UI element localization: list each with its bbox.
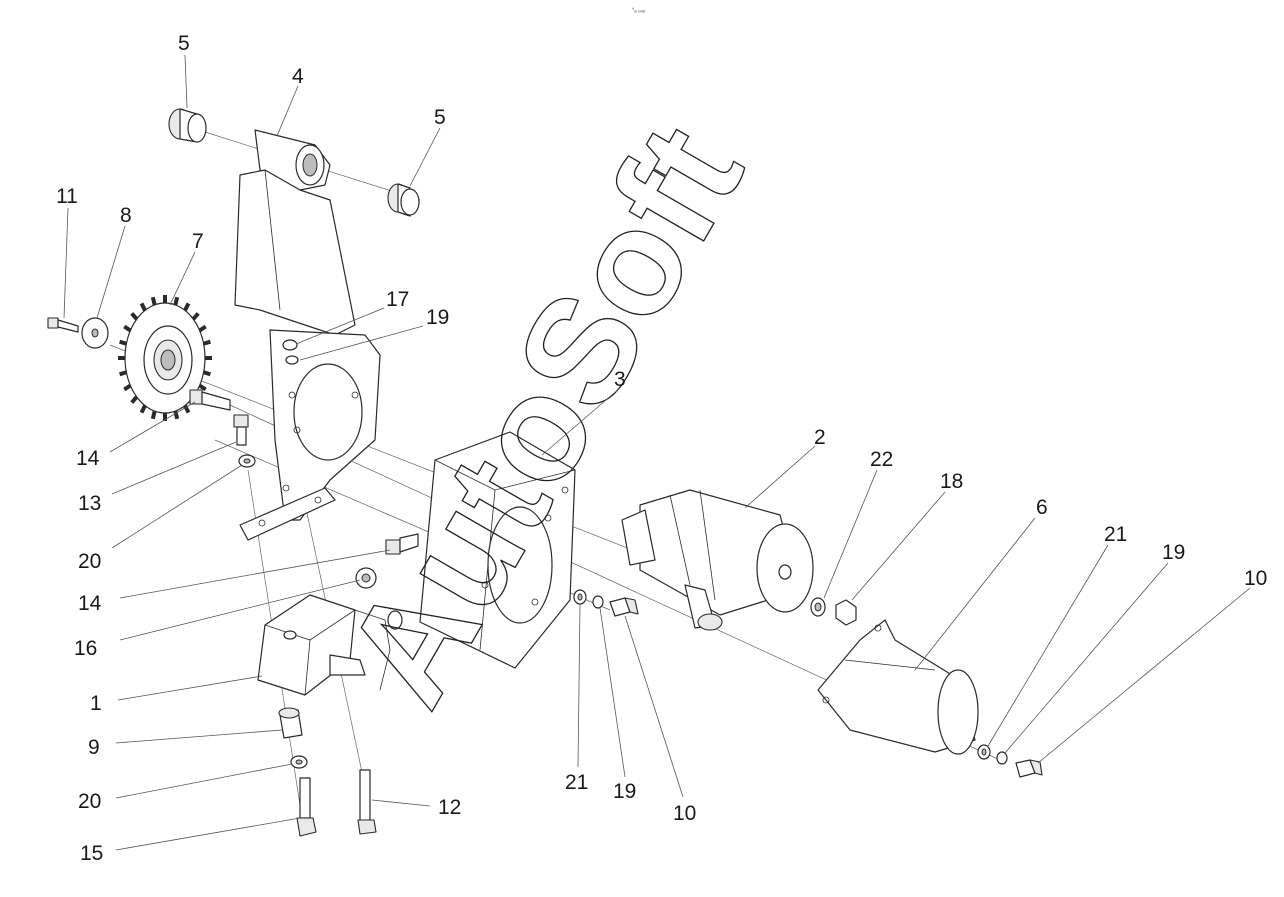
callout-15: 15 bbox=[80, 842, 103, 865]
part-21-washer-right bbox=[977, 744, 991, 760]
part-5-bushing-left bbox=[168, 108, 207, 143]
callout-21-mid: 21 bbox=[565, 771, 588, 794]
callout-13: 13 bbox=[78, 492, 101, 515]
watermark: AutoSoft bbox=[312, 99, 774, 731]
part-11-bolt bbox=[47, 317, 79, 333]
gear-tooth bbox=[130, 312, 139, 321]
callout-6: 6 bbox=[1036, 496, 1048, 519]
callout-19-mid: 19 bbox=[613, 780, 636, 803]
gear-tooth bbox=[203, 370, 211, 377]
callout-labels: 5 4 5 11 8 7 17 19 3 2 22 18 6 21 19 10 … bbox=[56, 32, 1267, 865]
callout-11: 11 bbox=[56, 185, 78, 208]
callout-20-upper: 20 bbox=[78, 550, 101, 573]
callout-5-right: 5 bbox=[434, 106, 446, 129]
gear-tooth bbox=[198, 383, 207, 392]
callout-21-right: 21 bbox=[1104, 523, 1127, 546]
part-21-washer-mid bbox=[573, 589, 587, 605]
part-10-bolt-mid bbox=[609, 597, 639, 617]
gear-tooth bbox=[119, 339, 127, 346]
gear-tooth bbox=[150, 410, 157, 420]
part-13-bolt bbox=[233, 414, 249, 446]
part-8-washer bbox=[81, 317, 109, 349]
callout-20-lower: 20 bbox=[78, 790, 101, 813]
gear-tooth bbox=[183, 302, 191, 312]
callout-2: 2 bbox=[814, 426, 826, 449]
callout-12: 12 bbox=[438, 796, 461, 819]
part-19-washer-top bbox=[285, 355, 299, 365]
callout-19-right: 19 bbox=[1162, 541, 1185, 564]
part-19-lockwasher-right bbox=[996, 751, 1008, 765]
callout-9: 9 bbox=[88, 736, 100, 759]
callout-7: 7 bbox=[192, 230, 204, 253]
callout-8: 8 bbox=[120, 204, 132, 227]
part-17-nut bbox=[282, 339, 298, 351]
part-7-gear bbox=[118, 295, 212, 421]
part-16-fitting bbox=[355, 567, 377, 589]
gear-tooth bbox=[139, 404, 147, 414]
part-2-starter-motor bbox=[621, 489, 814, 631]
part-6-cover bbox=[817, 619, 979, 755]
gear-tooth bbox=[183, 404, 191, 414]
gear-tooth bbox=[150, 296, 157, 306]
callout-1: 1 bbox=[90, 692, 102, 715]
gear-tooth bbox=[173, 296, 180, 306]
part-20-washer-lower bbox=[290, 755, 308, 769]
part-19-lockwasher-mid bbox=[592, 595, 604, 609]
part-14-bolt-upper bbox=[189, 389, 231, 411]
callout-22: 22 bbox=[870, 448, 893, 471]
callout-5-left: 5 bbox=[178, 32, 190, 55]
callout-18: 18 bbox=[940, 470, 963, 493]
part-10-bolt-right bbox=[1015, 759, 1043, 778]
part-4-bracket-arm bbox=[234, 129, 356, 336]
bracket-plate bbox=[239, 329, 381, 541]
part-9-sleeve bbox=[278, 707, 303, 739]
part-15-bolt bbox=[296, 777, 317, 837]
callout-leaders bbox=[63, 54, 1251, 851]
callout-10-right: 10 bbox=[1244, 567, 1267, 590]
gear-tooth bbox=[139, 302, 147, 312]
gear-tooth bbox=[173, 410, 180, 420]
part-5-bushing-right bbox=[387, 183, 420, 217]
callout-10-mid: 10 bbox=[673, 802, 696, 825]
callout-16: 16 bbox=[74, 637, 97, 660]
part-12-stud bbox=[357, 769, 377, 835]
part-22-washer bbox=[810, 597, 826, 617]
callout-19-top: 19 bbox=[426, 306, 449, 329]
callout-4: 4 bbox=[292, 65, 304, 88]
gear-tooth bbox=[130, 395, 139, 404]
part-1-valve-block bbox=[257, 594, 403, 696]
callout-14-upper: 14 bbox=[76, 447, 100, 470]
gear-tooth bbox=[198, 324, 207, 333]
callout-3: 3 bbox=[614, 368, 626, 391]
top-mark: °ₐ ₒₒₒ bbox=[632, 8, 646, 14]
gear-tooth bbox=[123, 383, 132, 392]
callout-17: 17 bbox=[386, 288, 409, 311]
part-14-bolt-lower bbox=[385, 533, 419, 555]
part-3-adapter-housing bbox=[419, 431, 576, 669]
gear-tooth bbox=[119, 370, 127, 377]
gear-tooth bbox=[191, 312, 200, 321]
gear-tooth bbox=[123, 324, 132, 333]
callout-14-lower: 14 bbox=[78, 592, 102, 615]
part-20-washer-upper bbox=[238, 454, 256, 468]
gear-tooth bbox=[203, 339, 211, 346]
part-18-nut bbox=[835, 599, 857, 626]
